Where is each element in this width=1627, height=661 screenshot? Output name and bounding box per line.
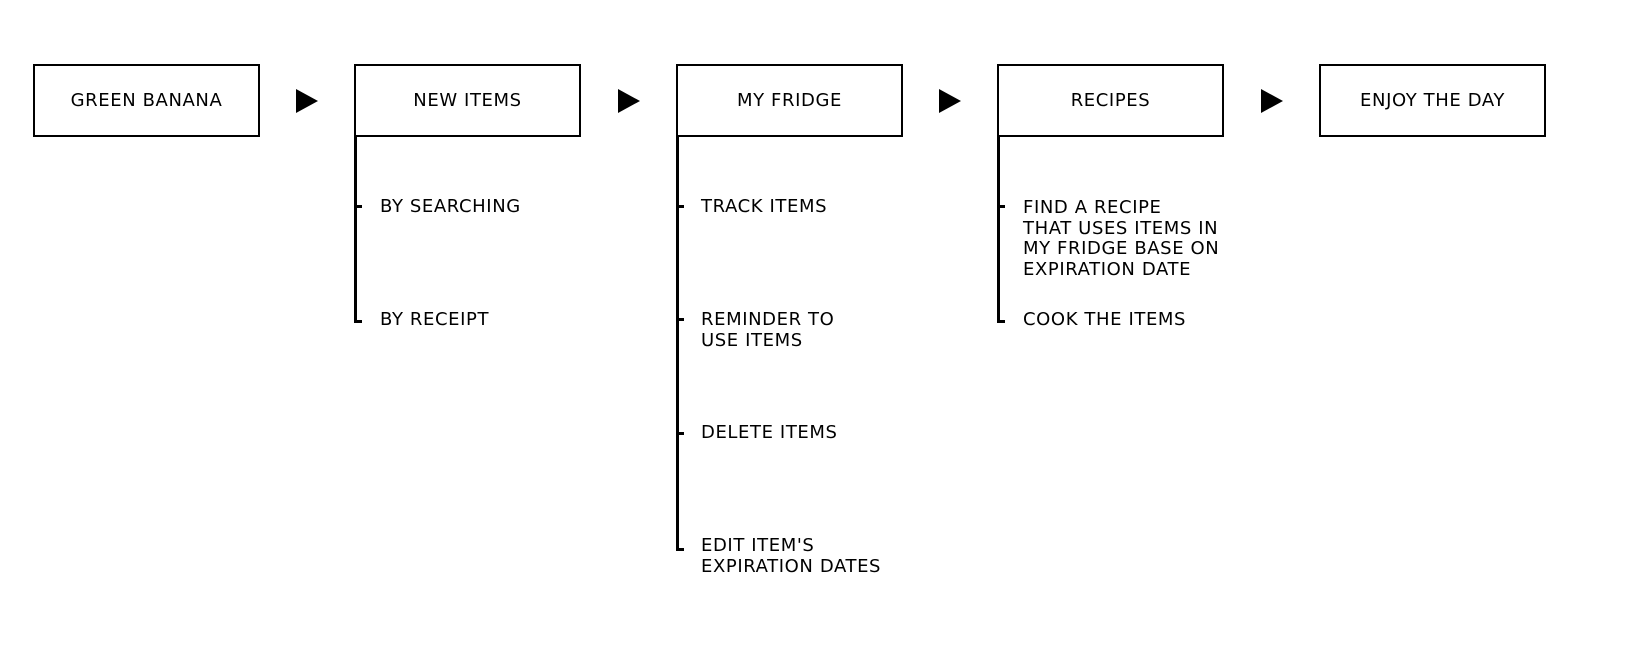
triangle-right-arrow-icon	[939, 89, 961, 113]
branch-tick	[676, 205, 684, 208]
branch-line-new-items	[354, 137, 357, 322]
step-enjoy-the-day: ENJOY THE DAY	[1319, 64, 1546, 137]
sub-item-cook-the-items: COOK THE ITEMS	[1023, 309, 1187, 330]
branch-tick	[676, 318, 684, 321]
branch-tick	[676, 548, 684, 551]
sub-item-by-receipt: BY RECEIPT	[380, 309, 490, 330]
step-new-items: NEW ITEMS	[354, 64, 581, 137]
branch-tick	[997, 320, 1005, 323]
step-my-fridge: MY FRIDGE	[676, 64, 903, 137]
branch-tick	[997, 205, 1005, 208]
sub-item-find-a-recipe: FIND A RECIPE THAT USES ITEMS IN MY FRID…	[1023, 197, 1220, 280]
triangle-right-arrow-icon	[618, 89, 640, 113]
branch-tick	[676, 432, 684, 435]
branch-tick	[354, 205, 362, 208]
triangle-right-arrow-icon	[296, 89, 318, 113]
sub-item-edit-expiration-dates: EDIT ITEM'S EXPIRATION DATES	[701, 535, 882, 577]
sub-item-by-searching: BY SEARCHING	[380, 196, 521, 217]
branch-line-recipes	[997, 137, 1000, 322]
sub-item-track-items: TRACK ITEMS	[701, 196, 828, 217]
sub-item-delete-items: DELETE ITEMS	[701, 422, 838, 443]
step-recipes: RECIPES	[997, 64, 1224, 137]
sub-item-reminder-to-use-items: REMINDER TO USE ITEMS	[701, 309, 835, 351]
branch-tick	[354, 320, 362, 323]
step-green-banana: GREEN BANANA	[33, 64, 260, 137]
branch-line-my-fridge	[676, 137, 679, 550]
triangle-right-arrow-icon	[1261, 89, 1283, 113]
